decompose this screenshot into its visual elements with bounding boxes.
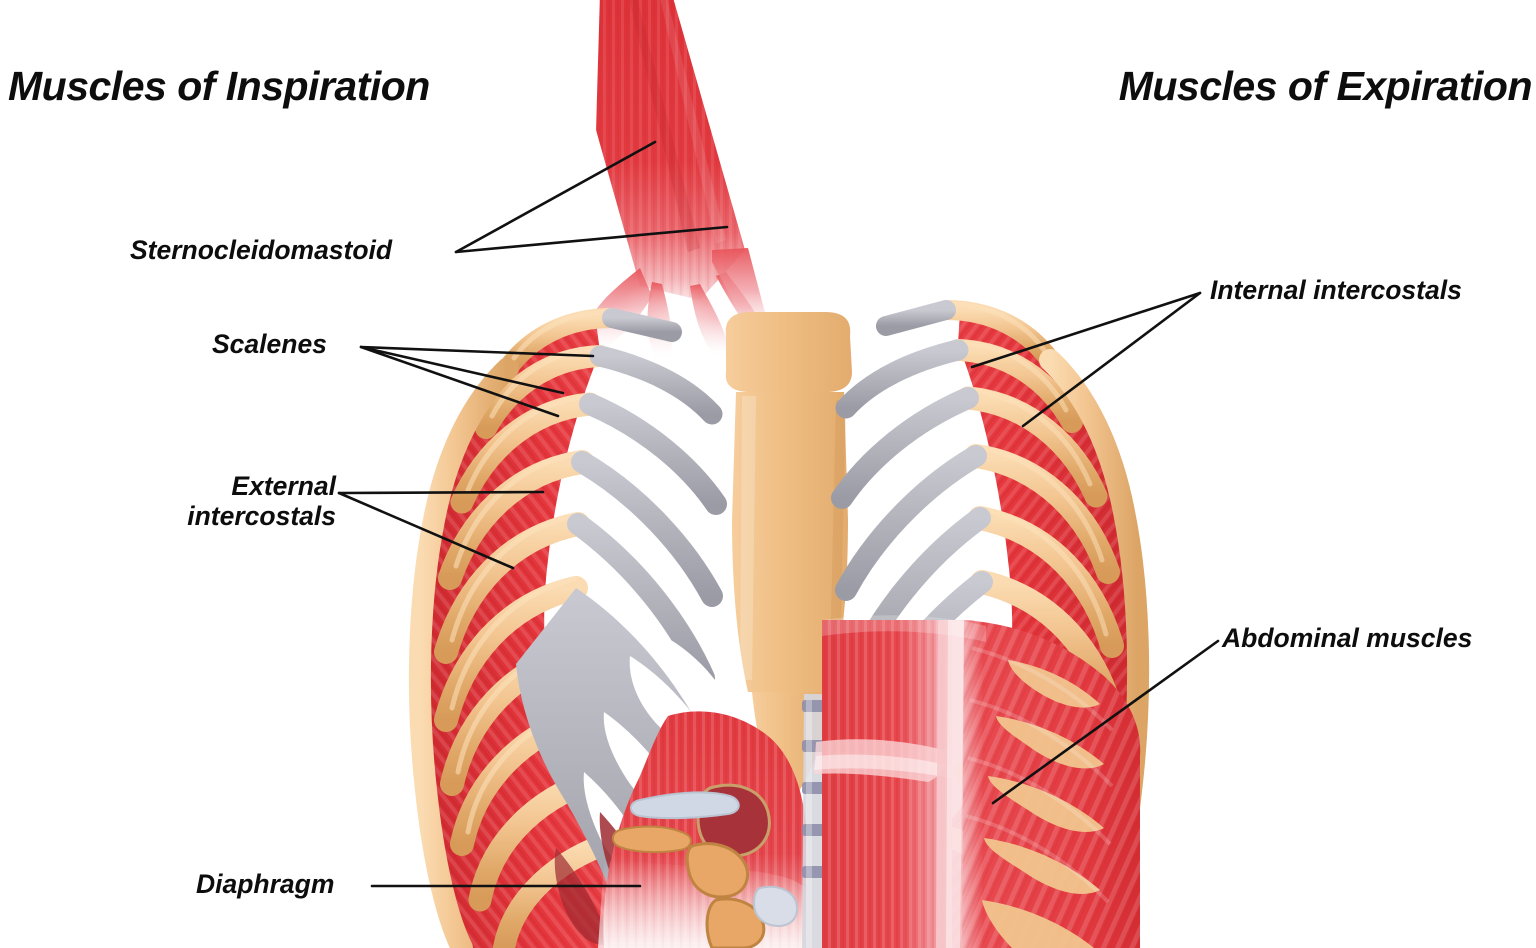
abdominal-muscles bbox=[814, 615, 1141, 948]
leader-external-intercostals bbox=[337, 490, 545, 570]
sternum bbox=[725, 312, 852, 800]
sternocleidomastoid-muscle bbox=[583, 0, 769, 361]
label-internal-intercostals: Internal intercostals bbox=[1210, 275, 1462, 305]
leader-internal-intercostals bbox=[970, 291, 1202, 428]
label-sternocleidomastoid: Sternocleidomastoid bbox=[130, 235, 393, 265]
leader-scalenes bbox=[359, 345, 595, 418]
title-muscles-of-inspiration: Muscles of Inspiration bbox=[8, 63, 430, 109]
label-external-intercostals-line1: External bbox=[231, 471, 336, 501]
leader-abdominal-muscles bbox=[991, 639, 1220, 805]
label-external-intercostals-line2: intercostals bbox=[187, 501, 336, 532]
mediastinal-structures bbox=[612, 783, 798, 948]
diaphragm bbox=[598, 694, 828, 948]
label-diaphragm: Diaphragm bbox=[196, 869, 335, 899]
leader-lines bbox=[337, 140, 1220, 888]
leader-sternocleidomastoid bbox=[454, 140, 729, 254]
title-muscles-of-expiration: Muscles of Expiration bbox=[1118, 63, 1533, 109]
label-abdominal-muscles: Abdominal muscles bbox=[1222, 623, 1473, 653]
label-scalenes: Scalenes bbox=[212, 329, 327, 359]
label-external-intercostals: External intercostals bbox=[144, 471, 336, 531]
